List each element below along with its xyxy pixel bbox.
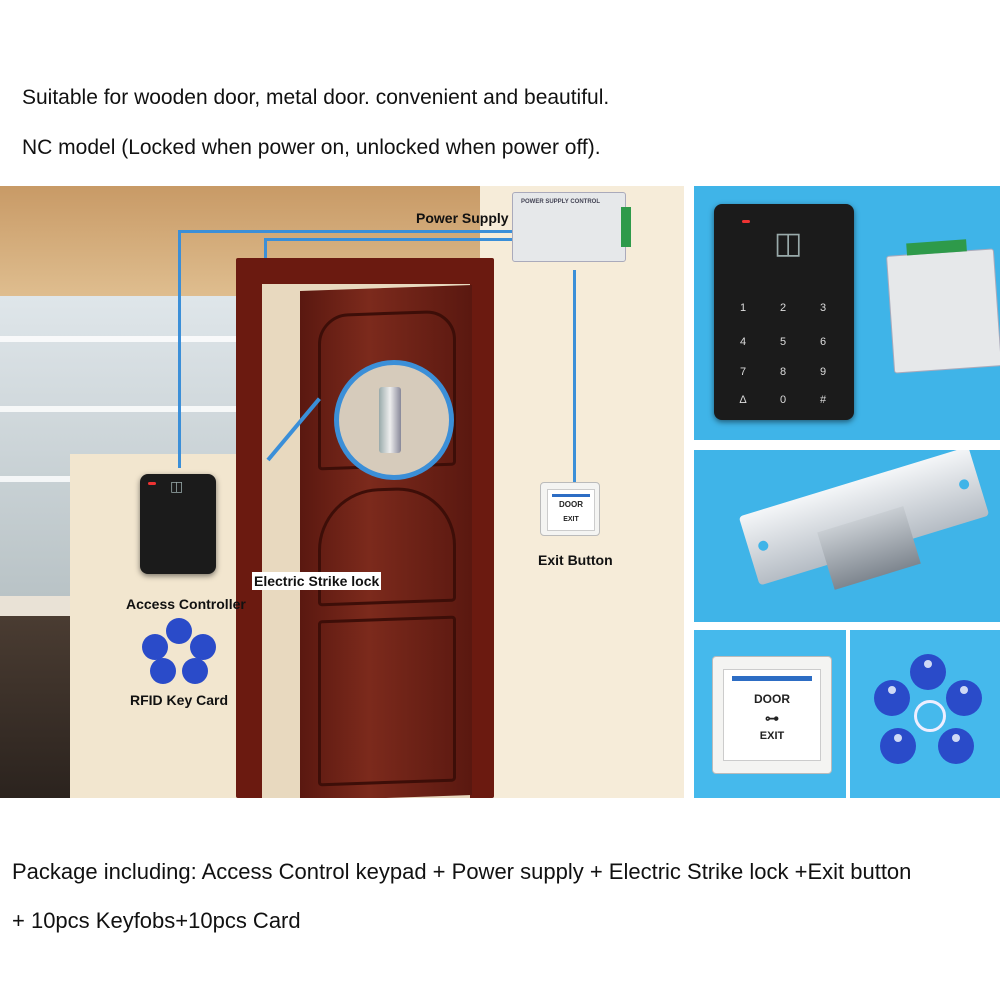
- key-hash: #: [819, 394, 827, 406]
- key-icon: ⊶: [765, 710, 779, 726]
- keypad-scene: ◫: [140, 474, 216, 574]
- exit-bottom-text: EXIT: [563, 516, 579, 523]
- power-supply-unit: POWER SUPPLY CONTROL: [512, 192, 631, 262]
- exit-photo-top-text: DOOR: [754, 692, 790, 706]
- label-rfid-card: RFID Key Card: [130, 692, 229, 708]
- label-power-supply: Power Supply: [416, 210, 509, 226]
- card-reader-icon-large: ◫: [774, 227, 803, 260]
- fobs-photo-bg: [850, 630, 1000, 798]
- card-reader-icon: ◫: [170, 478, 184, 494]
- key-0: 0: [779, 394, 787, 406]
- rfid-fobs-scene: [140, 618, 220, 688]
- keypad-led: [148, 482, 156, 485]
- exit-top-text: DOOR: [559, 500, 583, 509]
- exit-button-photo: DOOR ⊶ EXIT: [712, 656, 832, 774]
- key-4: 4: [739, 336, 747, 348]
- strike-lock-closeup: [379, 387, 401, 453]
- strike-magnifier: [334, 360, 454, 480]
- strike-lock-photo-panel: [694, 450, 1000, 622]
- model-note-text: NC model (Locked when power on, unlocked…: [22, 136, 601, 159]
- key-6: 6: [819, 336, 827, 348]
- key-5: 5: [779, 336, 787, 348]
- package-text-line1: Package including: Access Control keypad…: [12, 859, 912, 884]
- psu-photo-terminal: [906, 239, 967, 256]
- exit-fobs-photo-panel: DOOR ⊶ EXIT: [694, 630, 1000, 798]
- key-9: 9: [819, 366, 827, 378]
- keypad-photo: ◫ 1 2 3 4 5 6 7 8 9 Δ 0 #: [714, 204, 854, 420]
- key-8: 8: [779, 366, 787, 378]
- keypad-photo-led: [742, 220, 750, 223]
- label-access-controller: Access Controller: [126, 596, 246, 612]
- wire-keypad: [178, 230, 181, 468]
- headline-text: Suitable for wooden door, metal door. co…: [22, 86, 610, 109]
- psu-terminal: [621, 207, 631, 247]
- key-2: 2: [779, 302, 787, 314]
- exit-button-scene: DOOR EXIT: [540, 482, 600, 536]
- psu-photo: [886, 239, 1000, 374]
- exit-button-photo-bg: DOOR ⊶ EXIT: [694, 630, 846, 798]
- keypad-photo-panel: ◫ 1 2 3 4 5 6 7 8 9 Δ 0 #: [694, 186, 1000, 440]
- key-delete: Δ: [739, 394, 747, 406]
- label-electric-strike: Electric Strike lock: [252, 572, 382, 590]
- key-7: 7: [739, 366, 747, 378]
- exit-photo-bottom-text: EXIT: [759, 730, 785, 742]
- wire-exit: [573, 270, 576, 484]
- installation-scene: POWER SUPPLY CONTROL Power Supply ◫ Acce…: [0, 186, 684, 798]
- door-panel-bottom: [318, 615, 456, 787]
- key-1: 1: [739, 302, 747, 314]
- key-3: 3: [819, 302, 827, 314]
- psu-title: POWER SUPPLY CONTROL: [521, 199, 601, 205]
- label-exit-button: Exit Button: [538, 552, 613, 568]
- wire-top-2: [264, 238, 518, 241]
- rfid-fobs-photo: [870, 654, 990, 784]
- key-ring: [914, 700, 946, 732]
- wire-top: [178, 230, 518, 233]
- package-text-line2: + 10pcs Keyfobs+10pcs Card: [12, 908, 301, 933]
